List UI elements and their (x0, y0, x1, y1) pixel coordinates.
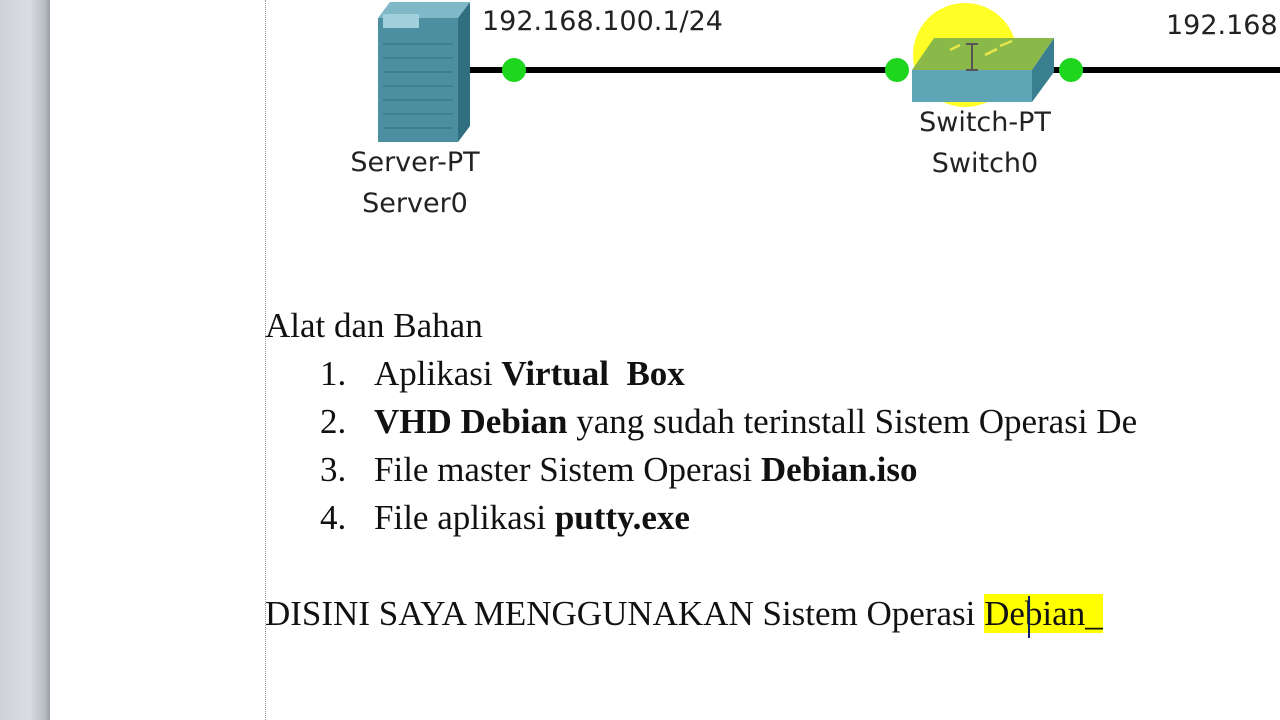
note-line[interactable]: DISINI SAYA MENGGUNAKAN Sistem Operasi D… (265, 594, 1103, 634)
link-ip-label: 192.168.100.1/24 (482, 6, 723, 37)
list-text: yang sudah terinstall Sistem Operasi De (567, 402, 1138, 441)
list-number: 4. (320, 498, 347, 537)
switch-label: Switch-PT Switch0 (890, 102, 1080, 184)
list-text: Aplikasi (374, 354, 502, 393)
list-item: 3. File master Sistem Operasi Debian.iso (320, 450, 917, 490)
list-text-bold: Debian.iso (760, 450, 918, 489)
list-number: 2. (320, 402, 347, 441)
server-model: Server-PT (350, 147, 480, 178)
port-status-icon (1059, 58, 1083, 82)
list-item: 2. VHD Debian yang sudah terinstall Siste… (320, 402, 1137, 442)
note-text: DISINI SAYA MENGGUNAKAN Sistem Operasi (265, 594, 985, 633)
list-text-bold: VHD Debian (374, 402, 568, 441)
text-cursor (1028, 596, 1030, 638)
server-name: Server0 (362, 188, 468, 219)
port-status-icon (502, 58, 526, 82)
network-diagram: 192.168.100.1/24 192.168 Server-PT Serve… (0, 0, 1280, 240)
switch-icon[interactable] (912, 3, 1054, 107)
page-margin-guide (265, 0, 266, 720)
list-item: 1. Aplikasi Virtual Box (320, 354, 685, 394)
section-heading: Alat dan Bahan (265, 306, 483, 345)
server-icon[interactable] (378, 2, 470, 142)
highlighted-text: Debian_ (984, 594, 1103, 633)
switch-model: Switch-PT (919, 107, 1051, 138)
list-item: 4. File aplikasi putty.exe (320, 498, 690, 538)
switch-name: Switch0 (931, 148, 1039, 179)
list-text: File master Sistem Operasi (374, 450, 761, 489)
list-number: 3. (320, 450, 347, 489)
list-text-bold: putty.exe (554, 498, 690, 537)
port-status-icon (885, 58, 909, 82)
list-text-bold: Virtual Box (501, 354, 685, 393)
server-label: Server-PT Server0 (320, 142, 510, 224)
list-text: File aplikasi (374, 498, 555, 537)
window-left-edge (0, 0, 50, 720)
link-ip-label-right: 192.168 (1166, 10, 1278, 41)
list-number: 1. (320, 354, 347, 393)
